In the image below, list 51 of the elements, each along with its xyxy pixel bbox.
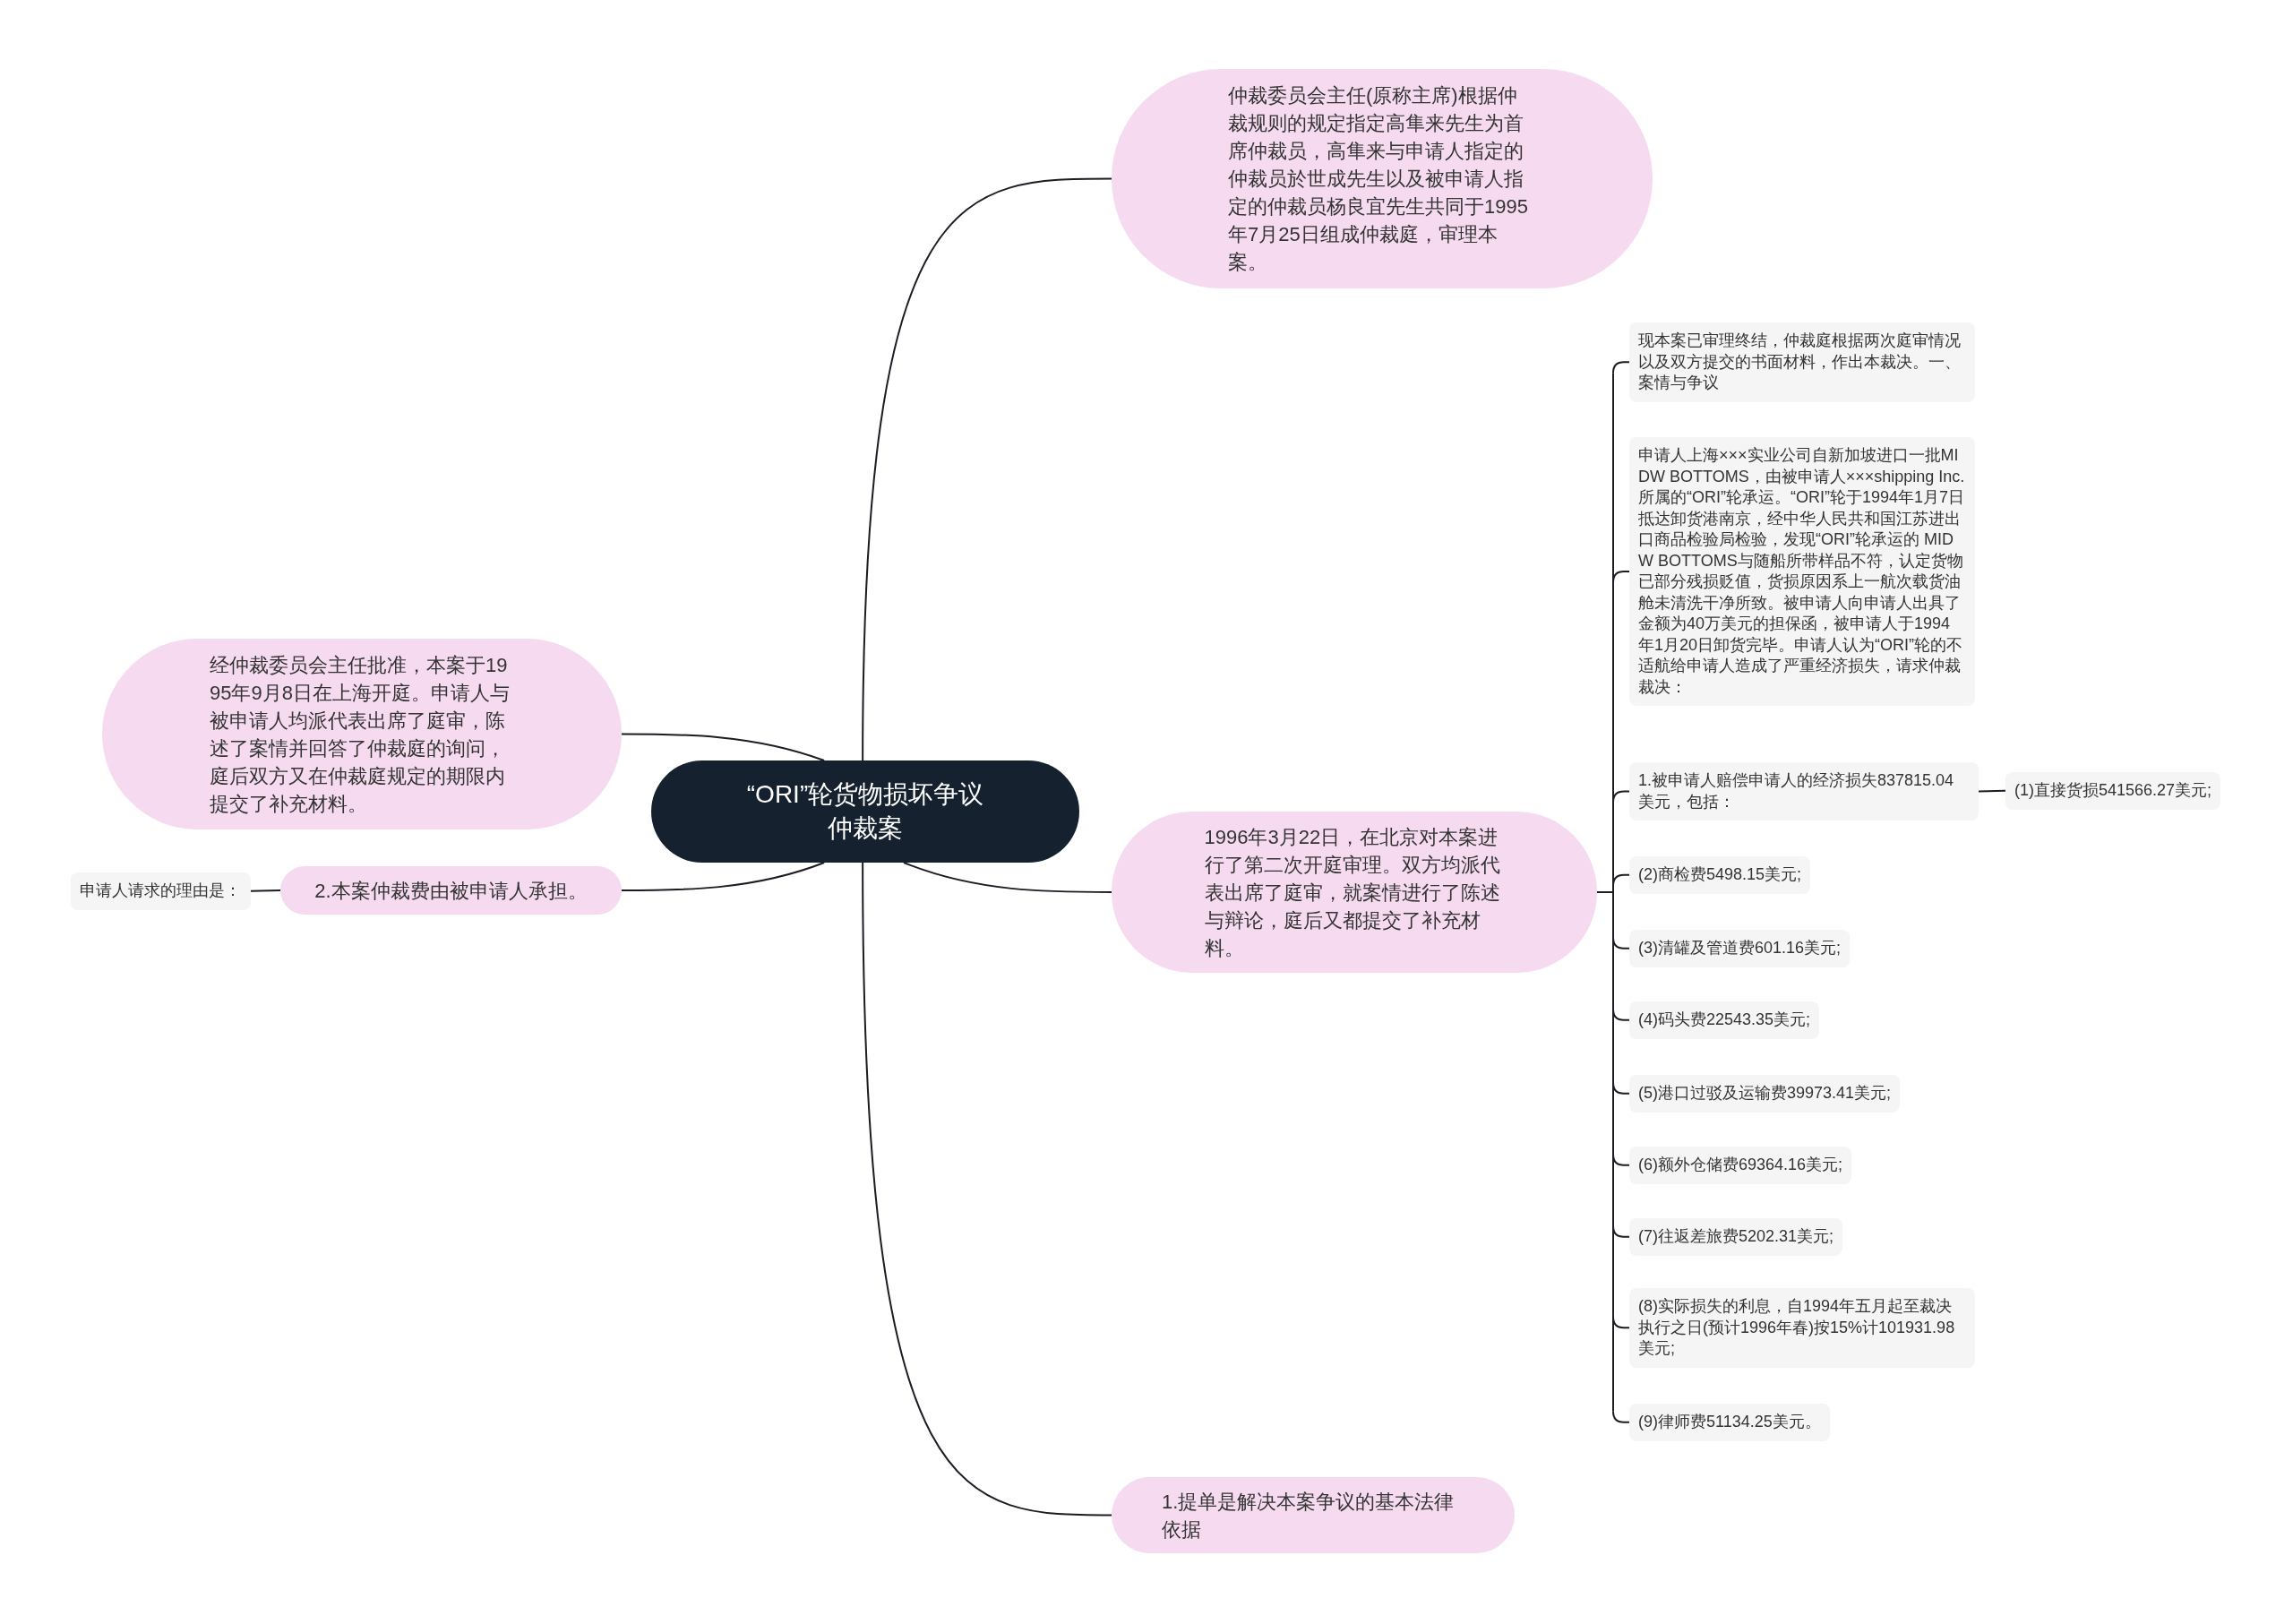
subtopic-card [1629, 1288, 1975, 1368]
subtopic-text: 现本案已审理终结，仲裁庭根据两次庭审情况以及双方提交的书面材料，作出本裁决。一、案情与争议 [1638, 331, 1962, 393]
subtopic-text: (7)往返差旅费5202.31美元; [1638, 1226, 1834, 1247]
connector-line [1612, 361, 1630, 374]
subtopic-text: (8)实际损失的利息，自1994年五月起至裁决执行之日(预计1996年春)按15%计101931.98美元; [1638, 1296, 1956, 1359]
connector-line [903, 862, 1112, 893]
subtopic-text: 1.被申请人赔偿申请人的经济损失837815.04美元，包括： [1638, 770, 1955, 812]
topic-text: “ORI”轮货物损坏争议仲裁案 [745, 779, 985, 844]
subtopic-text: (6)额外仓储费69364.16美元; [1638, 1155, 1843, 1175]
subtopic-card [71, 872, 251, 910]
subtopic-text: 申请人请求的理由是： [80, 881, 242, 901]
topic-text: 仲裁委员会主任(原称主席)根据仲裁规则的规定指定高隼来先生为首席仲裁员，高隼来与申请人指定的仲裁员於世成先生以及被申请人指定的仲裁员杨良宜先生共同于1995年7月25日组成仲裁庭，审理本案。 [1228, 83, 1529, 275]
subtopic-card [1629, 1218, 1843, 1256]
connector-line [1596, 372, 1614, 1413]
connector-line [862, 862, 1112, 1517]
connector-line [1612, 1316, 1630, 1329]
subtopic-card [1629, 322, 1975, 402]
subtopic-text: (4)码头费22543.35美元; [1638, 1010, 1811, 1030]
connector-line [621, 862, 826, 891]
subtopic-text: (1)直接货损541566.27美元; [2014, 780, 2212, 801]
subtopic-card [1629, 762, 1979, 821]
topic-text: 2.本案仲裁费由被申请人承担。 [314, 878, 588, 904]
topic-pill [280, 866, 622, 915]
subtopic-text: 申请人上海×××实业公司自新加坡进口一批MIDW BOTTOMS，由被申请人×××shipping Inc.所属的“ORI”轮承运。“ORI”轮于1994年1月7日抵达卸货港南京，经中华人民共和国江苏进出口商品检验局检验，发现“ORI”轮承运的 MIDW BOTTOMS与随船所带样品不符，认定货物已部分残损贬值，货损原因系上一航次载货油舱未清洗干净所致。被申请人向申请人出具了金额为40万美元的担保函，被申请人于1994年1月20日卸货完毕。申请人认为“ORI”轮的不适航给申请人造成了严重经济损失，请求仲裁裁决： [1638, 445, 1966, 698]
subtopic-text: (9)律师费51134.25美元。 [1638, 1412, 1821, 1432]
connector-line [1978, 789, 2006, 793]
subtopic-card [1629, 1147, 1852, 1184]
subtopic-card [1629, 1001, 1820, 1039]
connector-line [621, 733, 826, 761]
subtopic-text: (2)商检费5498.15美元; [1638, 864, 1802, 885]
topic-text: 1.提单是解决本案争议的基本法律依据 [1162, 1489, 1456, 1542]
subtopic-text: (5)港口过驳及运输费39973.41美元; [1638, 1083, 1892, 1104]
connector-line [1612, 790, 1630, 803]
connector-line [1612, 936, 1630, 949]
subtopic-card [1629, 1075, 1901, 1113]
subtopic-card [1629, 856, 1811, 894]
topic-text: 1996年3月22日，在北京对本案进行了第二次开庭审理。双方均派代表出席了庭审，就案情进行了陈述与辩论，庭后又都提交了补充材料。 [1204, 824, 1501, 961]
connector-line [1612, 1153, 1630, 1166]
connector-line [1612, 873, 1630, 887]
subtopic-card [1629, 930, 1851, 967]
connector-line [1612, 1081, 1630, 1095]
connector-line [250, 889, 281, 892]
subtopic-card [1629, 1404, 1830, 1441]
connector-line [1612, 1224, 1630, 1238]
subtopic-card [2005, 772, 2221, 810]
connector-line [1612, 1008, 1630, 1021]
subtopic-text: (3)清罐及管道费601.16美元; [1638, 938, 1842, 958]
connector-line [1612, 571, 1630, 583]
topic-text: 经仲裁委员会主任批准，本案于1995年9月8日在上海开庭。申请人与被申请人均派代表出席了庭审，陈述了案情并回答了仲裁庭的询问，庭后双方又在仲裁庭规定的期限内提交了补充材料。 [210, 652, 511, 817]
connector-line [1612, 1410, 1630, 1423]
connector-line [862, 177, 1112, 761]
